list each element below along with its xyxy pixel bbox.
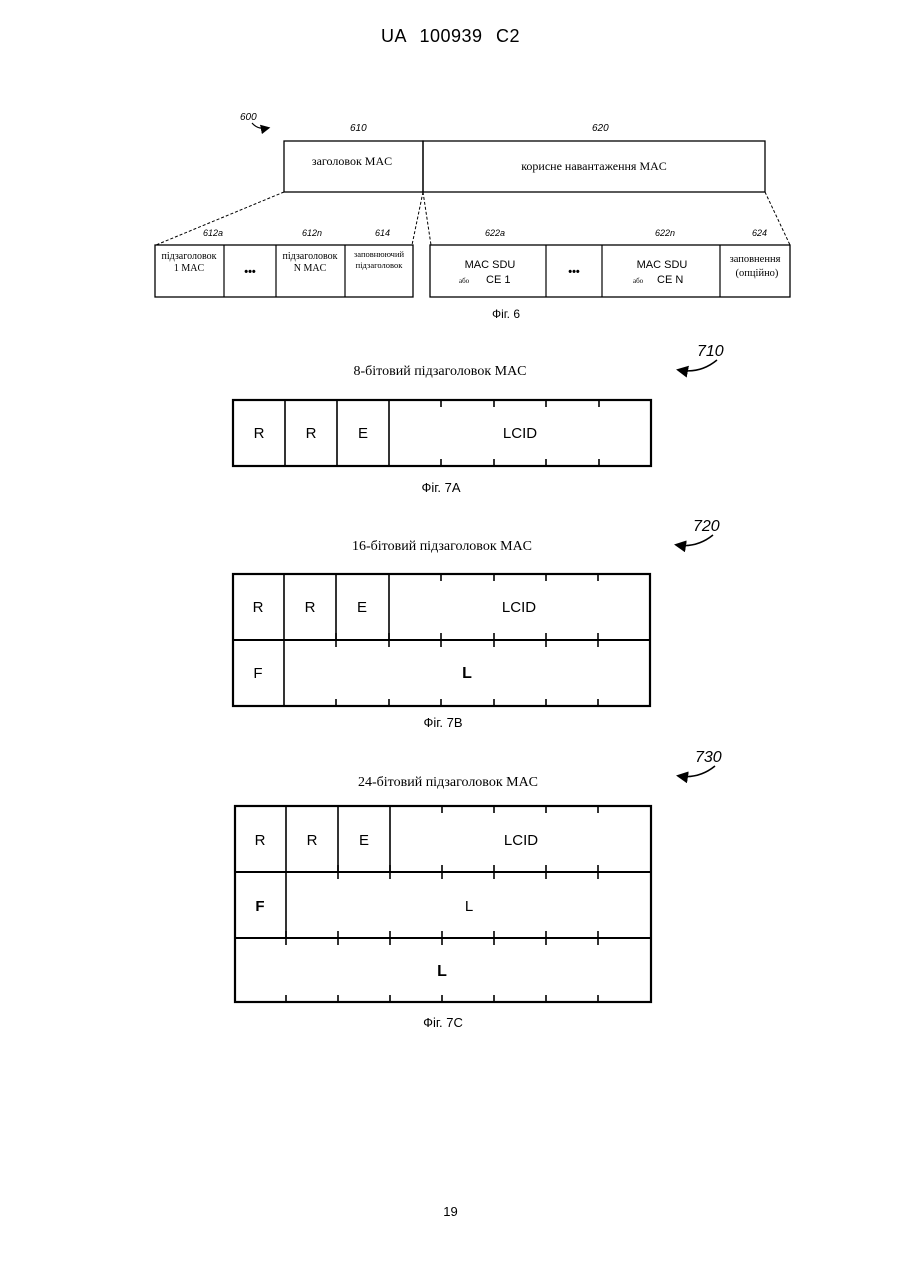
fig7c-caption: Фіг. 7С [423, 1015, 463, 1030]
fig7a-ref: 710 [697, 343, 724, 360]
expand-line-right [765, 192, 790, 245]
subheader-1-ref: 612a [203, 228, 223, 238]
figure-6: 600 610 620 заголовок MAC корисне навант… [155, 112, 790, 321]
page-number: 19 [0, 1204, 901, 1219]
sdu-n-line2: CE N [657, 274, 683, 286]
fig7b-field-e: E [357, 599, 367, 616]
subheader-n-ref: 612n [302, 228, 322, 238]
fig7c-field-lcid: LCID [504, 832, 538, 849]
fig7a-field-e: E [358, 425, 368, 442]
padding-line2: (опційно) [736, 268, 779, 279]
sdu-n-or: або [633, 277, 644, 285]
fig7a-field-lcid: LCID [503, 425, 537, 442]
fig7a-field-r2: R [306, 425, 317, 442]
fig7c-field-l-row3: L [437, 963, 447, 980]
fig6-header-ref: 610 [350, 123, 367, 134]
expand-line-mid-left [412, 192, 423, 245]
sdu-1-line1: MAC SDU [465, 259, 516, 271]
fig7a-octet [233, 400, 651, 466]
fig7b-caption: Фіг. 7В [423, 715, 462, 730]
fig6-ref-arrow [252, 123, 268, 128]
fig7b-field-f: F [253, 665, 262, 682]
fig7c-ref-arrow [679, 766, 715, 777]
sdu-1-ref: 622a [485, 228, 505, 238]
sdu-n-ref: 622n [655, 228, 675, 238]
fig7c-field-f: F [255, 898, 264, 915]
fig7c-field-r1: R [255, 832, 266, 849]
sdu-n-line1: MAC SDU [637, 259, 688, 271]
fig7b-field-l: L [462, 665, 472, 682]
padding-ref: 624 [752, 228, 767, 238]
fig7c-field-r2: R [307, 832, 318, 849]
fig6-payload-ref: 620 [592, 123, 609, 134]
fig6-caption: Фіг. 6 [492, 307, 520, 321]
fig7b-title: 16-бітовий підзаголовок MAC [352, 539, 532, 554]
expand-line-mid-right [423, 192, 431, 245]
padding-subheader-line1: заповнюючий [354, 249, 405, 259]
sdu-1-or: або [459, 277, 470, 285]
fig7b-field-r1: R [253, 599, 264, 616]
fig7c-ref: 730 [695, 749, 722, 766]
figure-7a: 710 8-бітовий підзаголовок MAC R R E LCI… [233, 343, 724, 495]
subheader-1-line2: 1 MAC [174, 263, 205, 274]
padding-subheader-ref: 614 [375, 228, 390, 238]
payload-ellipsis: ••• [568, 266, 580, 278]
figure-7b: 720 16-бітовий підзаголовок MAC R R E LC… [233, 518, 720, 730]
fig7a-title: 8-бітовий підзаголовок MAC [353, 364, 526, 379]
fig7c-field-e: E [359, 832, 369, 849]
fig7c-title: 24-бітовий підзаголовок MAC [358, 775, 538, 790]
fig7b-field-lcid: LCID [502, 599, 536, 616]
fig7a-field-r1: R [254, 425, 265, 442]
subheader-n-line1: підзаголовок [283, 251, 338, 262]
fig7b-ref: 720 [693, 518, 720, 535]
subheader-n-line2: N MAC [294, 263, 327, 274]
subheader-ellipsis: ••• [244, 266, 256, 278]
subheader-1-line1: підзаголовок [162, 251, 217, 262]
padding-subheader-line2: підзаголовок [356, 260, 404, 270]
fig7a-caption: Фіг. 7А [421, 480, 460, 495]
sdu-1-line2: CE 1 [486, 274, 510, 286]
padding-line1: заповнення [730, 254, 781, 265]
fig7a-ref-arrow [679, 360, 717, 371]
fig7c-field-l-row2: L [465, 898, 473, 915]
figure-7c: 730 24-бітовий підзаголовок MAC [235, 749, 722, 1030]
fig7b-field-r2: R [305, 599, 316, 616]
mac-payload-label: корисне навантаження MAC [521, 159, 667, 173]
fig6-ref: 600 [240, 112, 257, 123]
mac-header-label: заголовок MAC [312, 154, 392, 168]
fig7b-ref-arrow [677, 535, 713, 546]
